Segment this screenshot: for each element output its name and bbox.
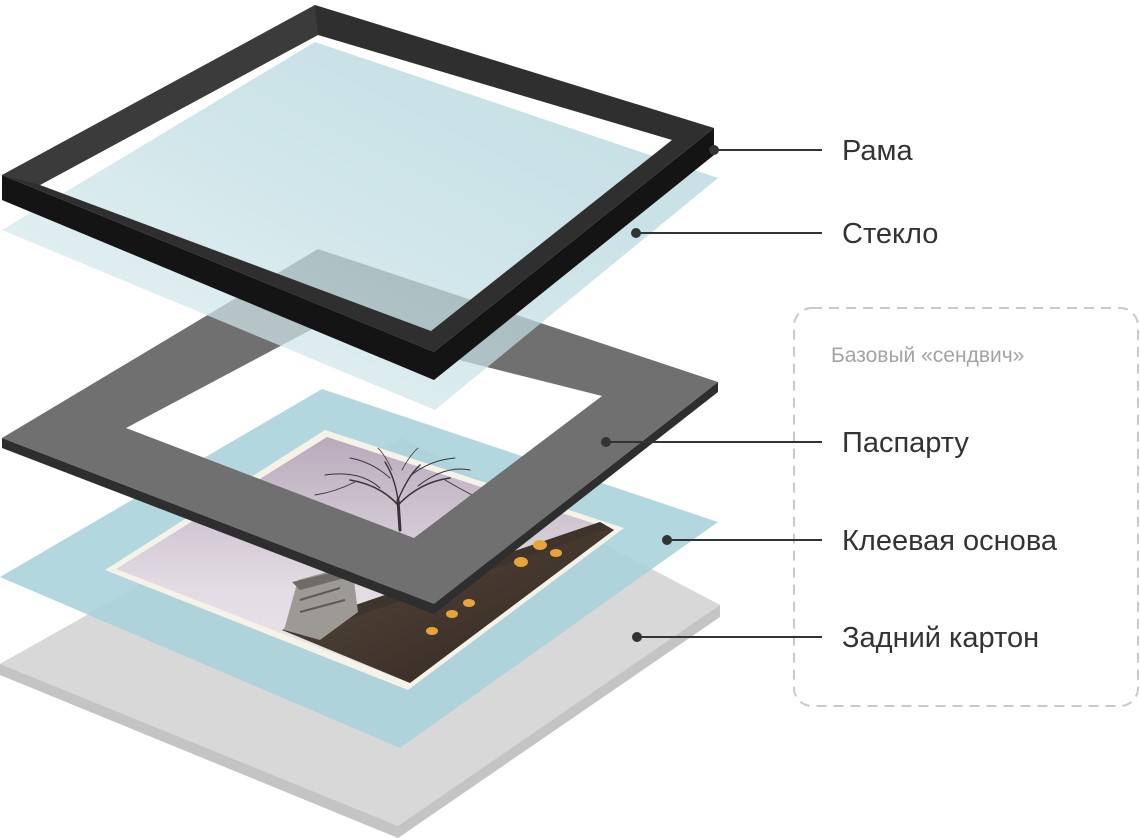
- base-sandwich-group-title: Базовый «сендвич»: [831, 344, 1024, 367]
- leader-mat-dot: [601, 437, 611, 447]
- leader-lines: [601, 145, 822, 642]
- label-backboard: Задний картон: [842, 622, 1039, 654]
- label-mat: Паспарту: [842, 427, 969, 459]
- glass-layer: [2, 42, 718, 410]
- leader-glass-dot: [631, 228, 641, 238]
- leader-frame-dot: [709, 145, 719, 155]
- label-glass: Стекло: [842, 218, 938, 250]
- tree-illustration: [314, 447, 479, 532]
- label-mount: Клеевая основа: [842, 525, 1058, 557]
- pumpkins-illustration: [426, 540, 562, 635]
- mat-layer: [2, 249, 718, 614]
- label-frame: Рама: [842, 135, 913, 167]
- leader-mount-dot: [662, 535, 672, 545]
- leader-backboard-dot: [632, 632, 642, 642]
- base-sandwich-group-box: [793, 307, 1139, 707]
- frame-layer: [2, 5, 714, 380]
